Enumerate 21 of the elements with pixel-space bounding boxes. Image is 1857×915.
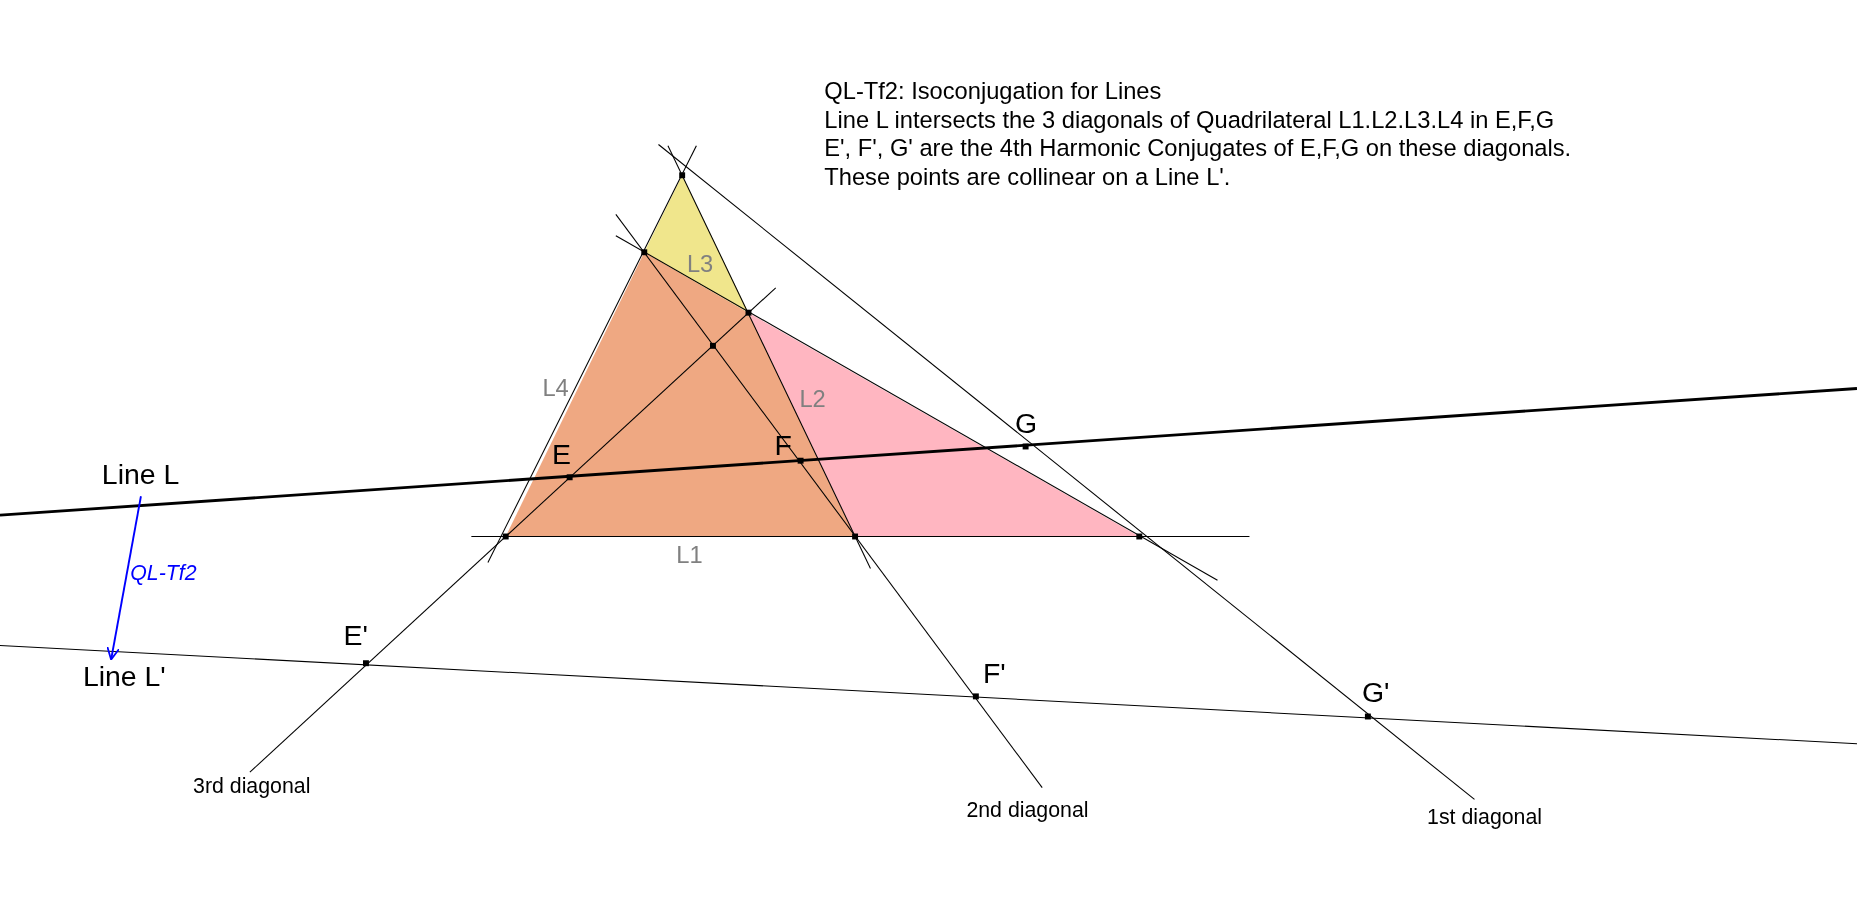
description-text: These points are collinear on a Line L'. (824, 163, 1231, 190)
diagonal-label: 1st diagonal (1427, 806, 1543, 830)
edge-label: QL-Tf2 (130, 562, 197, 586)
line-label: L1 (676, 541, 703, 568)
diagonal-label: 2nd diagonal (966, 799, 1089, 823)
description-text: E', F', G' are the 4th Harmonic Conjugates of E,F,G on these diagonals. (824, 135, 1572, 162)
point-label: F' (983, 658, 1006, 690)
description-text: Line L intersects the 3 diagonals of Quadrilateral L1.L2.L3.L4 in E,F,G (824, 106, 1555, 133)
line-name: Line L (101, 459, 180, 491)
line-label: L2 (799, 386, 826, 413)
line-label: L4 (542, 374, 569, 401)
arrow (106, 495, 142, 661)
diagram-title: QL-Tf2: Isoconjugation for Lines (824, 78, 1162, 105)
point-label: G' (1361, 677, 1390, 709)
point-label: E' (343, 620, 368, 652)
line-name: Line L' (82, 660, 166, 693)
diagonal-label: 3rd diagonal (193, 775, 311, 800)
point-label: E (551, 439, 571, 471)
line-label: L3 (686, 251, 714, 278)
point-label: G (1014, 408, 1038, 440)
point-label: F (774, 429, 792, 462)
